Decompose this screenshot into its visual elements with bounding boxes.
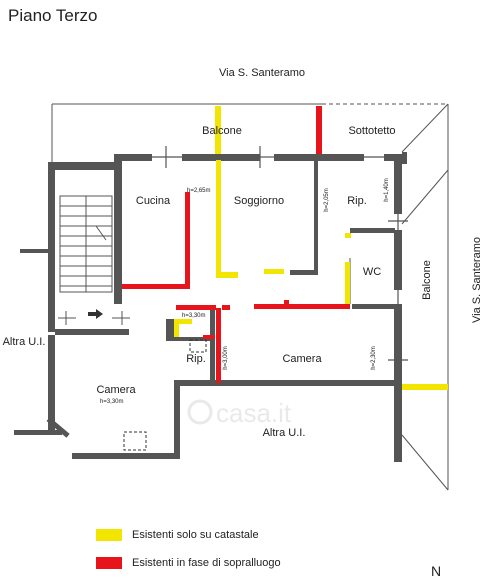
- room-label-altra-ui-bottom: Altra U.I.: [263, 427, 306, 439]
- legend-label-catastale: Esistenti solo su catastale: [132, 529, 259, 541]
- legend-swatch-yellow: [96, 529, 122, 541]
- yellow-walls: [174, 106, 448, 390]
- room-label-camera-left: Camera: [96, 384, 136, 396]
- height-camera-left: h=3,30m: [100, 399, 124, 405]
- room-label-rip-bottom: Rip.: [186, 353, 206, 365]
- street-label-east: Via S. Santeramo: [471, 237, 483, 323]
- arrow-right-icon: [88, 309, 103, 319]
- room-label-balcone-top: Balcone: [202, 125, 242, 137]
- room-label-wc: WC: [363, 266, 381, 278]
- skylights: [123, 339, 207, 451]
- height-cucina: h=2,65m: [187, 188, 211, 194]
- room-label-altra-ui-left: Altra U.I.: [3, 336, 46, 348]
- legend-label-sopralluogo: Esistenti in fase di sopralluogo: [132, 557, 281, 569]
- room-label-soggiorno: Soggiorno: [234, 195, 284, 207]
- room-label-camera-center: Camera: [282, 353, 322, 365]
- watermark: casa.it: [187, 398, 292, 428]
- walls: [14, 152, 407, 462]
- legend-item-sopralluogo: Esistenti in fase di sopralluogo: [96, 557, 281, 569]
- height-rip-bottom: h=3,00m: [223, 346, 229, 370]
- page-title: Piano Terzo: [8, 6, 98, 25]
- room-label-rip-top: Rip.: [347, 195, 367, 207]
- street-label-north: Via S. Santeramo: [219, 67, 305, 79]
- height-labels: h=2,65m h=2,05m h=1,40m h=3,30m h=3,00m …: [100, 178, 390, 405]
- legend-swatch-red: [96, 557, 122, 569]
- staircase: [58, 195, 130, 325]
- room-label-cucina: Cucina: [136, 195, 171, 207]
- height-corridor: h=3,30m: [182, 313, 206, 319]
- room-labels: Balcone Sottotetto Cucina Soggiorno Rip.…: [3, 125, 433, 439]
- roof-outline: [51, 103, 449, 491]
- height-camera-center: h=2,30m: [371, 346, 377, 370]
- legend-item-catastale: Esistenti solo su catastale: [96, 529, 259, 541]
- height-rip: h=1,40m: [384, 178, 390, 202]
- compass-north-label: N: [431, 563, 442, 579]
- room-label-balcone-right: Balcone: [421, 260, 433, 300]
- height-soggiorno: h=2,05m: [324, 188, 330, 212]
- red-walls: [122, 106, 350, 383]
- windows: [152, 146, 408, 361]
- watermark-text: casa.it: [216, 398, 292, 428]
- room-label-sottotetto: Sottotetto: [348, 125, 395, 137]
